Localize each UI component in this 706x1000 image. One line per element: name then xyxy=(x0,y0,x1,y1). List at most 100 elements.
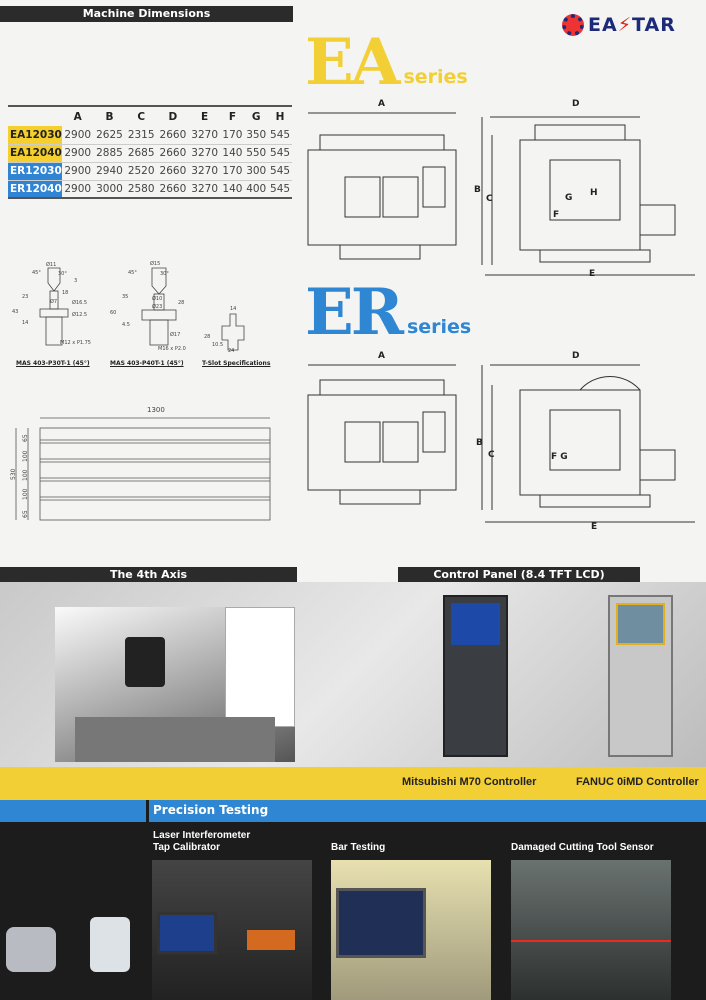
dim-text: M12 x P1.75 xyxy=(60,340,91,346)
fourth-axis-photo xyxy=(55,607,295,762)
precision-testing-title: Precision Testing xyxy=(153,803,269,817)
calibrator-part xyxy=(6,927,56,972)
value-cell: 140 xyxy=(220,144,245,163)
value-cell: 2885 xyxy=(93,144,126,163)
laptop-screen xyxy=(336,888,426,958)
ea-drawings xyxy=(307,112,695,276)
dim-label-e: E xyxy=(591,522,598,532)
col-header: G xyxy=(251,110,261,123)
dim-text: 14 xyxy=(230,306,236,312)
col-header: C xyxy=(137,110,146,123)
value-cell: 2685 xyxy=(125,144,158,163)
dim-text: Ø11 xyxy=(46,261,56,268)
value-cell: 3270 xyxy=(188,180,221,199)
section-header-4th-axis: The 4th Axis xyxy=(0,567,297,583)
value-cell: 2900 xyxy=(61,126,94,145)
controller-labels-band: Mitsubishi M70 Controller FANUC 0iMD Con… xyxy=(0,767,706,800)
table-plate-drawing: 530 65 100 100 100 65 xyxy=(10,417,271,521)
value-cell: 545 xyxy=(268,126,292,145)
bar-testing-title: Bar Testing xyxy=(331,842,386,853)
dim-text: 60 xyxy=(110,310,116,316)
dim-text: 14 xyxy=(22,320,28,326)
dim-text: 45° xyxy=(128,270,137,276)
model-cell: ER12030 xyxy=(8,162,62,181)
precision-testing-section: Laser Interferometer Tap Calibrator Bar … xyxy=(0,822,706,1000)
laser-beam xyxy=(511,940,671,942)
dim-text: M16 x P2.0 xyxy=(158,346,186,352)
controller-screen xyxy=(616,603,665,645)
photo-area xyxy=(0,582,706,767)
controller-screen xyxy=(451,603,500,645)
ea-front-view xyxy=(307,112,457,260)
tool-sensor-title: Damaged Cutting Tool Sensor xyxy=(511,842,654,853)
dim-text: 4.5 xyxy=(122,322,130,328)
bar-testing-photo xyxy=(331,860,491,1000)
dim-label-f: F xyxy=(553,210,560,220)
plate-spacing: 65 xyxy=(22,434,29,442)
dim-text: Ø23 xyxy=(152,303,162,310)
value-cell: 3270 xyxy=(188,144,221,163)
rotary-table xyxy=(225,607,295,727)
plate-spacing: 65 xyxy=(22,510,29,518)
mitsubishi-controller-photo xyxy=(443,595,508,757)
er-series-text: series xyxy=(406,316,472,338)
laser-interferometer-title: Laser Interferometer Tap Calibrator xyxy=(153,830,251,853)
er-drawings xyxy=(307,364,695,523)
laser-photo xyxy=(152,860,312,1000)
dim-label-b: B xyxy=(474,185,481,195)
value-cell: 545 xyxy=(268,180,292,199)
gear-thumb-icon xyxy=(562,14,584,36)
value-cell: 545 xyxy=(268,144,292,163)
value-cell: 3000 xyxy=(93,180,126,199)
col-header: D xyxy=(168,110,178,123)
section-header-control-panel: Control Panel (8.4 TFT LCD) xyxy=(398,567,640,583)
value-cell: 140 xyxy=(220,180,245,199)
dim-text: 30° xyxy=(160,271,169,277)
er-series-title: ER series xyxy=(305,281,472,345)
dim-text: 35 xyxy=(122,294,128,300)
col-header: A xyxy=(73,110,82,123)
value-cell: 300 xyxy=(244,162,269,181)
value-cell: 2940 xyxy=(93,162,126,181)
mitsubishi-label: Mitsubishi M70 Controller xyxy=(402,776,537,788)
dim-label-h: H xyxy=(590,188,598,198)
dim-text: Ø10 xyxy=(152,295,162,302)
dim-label-d: D xyxy=(572,351,580,361)
er-side-view xyxy=(481,364,695,523)
dim-label-a: A xyxy=(378,99,385,109)
value-cell: 2660 xyxy=(157,144,189,163)
value-cell: 2315 xyxy=(125,126,158,145)
value-cell: 2660 xyxy=(157,162,189,181)
dim-label-fg: F G xyxy=(551,452,568,462)
col-header: B xyxy=(105,110,114,123)
dim-text: 28 xyxy=(204,334,210,340)
dim-text: Ø12.5 xyxy=(72,311,87,318)
dim-text: 24 xyxy=(228,348,234,353)
ea-series-text: series xyxy=(403,66,468,88)
eastar-logo: EA⚡TAR xyxy=(562,14,676,36)
pull-stud-caption: MAS 403-P40T-1 (45°) xyxy=(110,360,184,367)
dim-text: 43 xyxy=(12,309,18,315)
tailstock xyxy=(125,637,165,687)
logo-text: EA⚡TAR xyxy=(588,14,676,36)
dim-text: 23 xyxy=(22,294,28,300)
value-cell: 2660 xyxy=(157,180,189,199)
value-cell: 2625 xyxy=(93,126,126,145)
precision-testing-band: Precision Testing xyxy=(0,800,706,822)
laptop-screen xyxy=(157,912,217,954)
value-cell: 350 xyxy=(244,126,269,145)
dim-label-d: D xyxy=(572,99,580,109)
ea-side-view xyxy=(481,116,695,276)
value-cell: 545 xyxy=(268,162,292,181)
dim-text: 10.5 xyxy=(212,342,223,348)
value-cell: 2660 xyxy=(157,126,189,145)
value-cell: 2900 xyxy=(61,162,94,181)
plate-width-label: 1300 xyxy=(147,406,165,414)
